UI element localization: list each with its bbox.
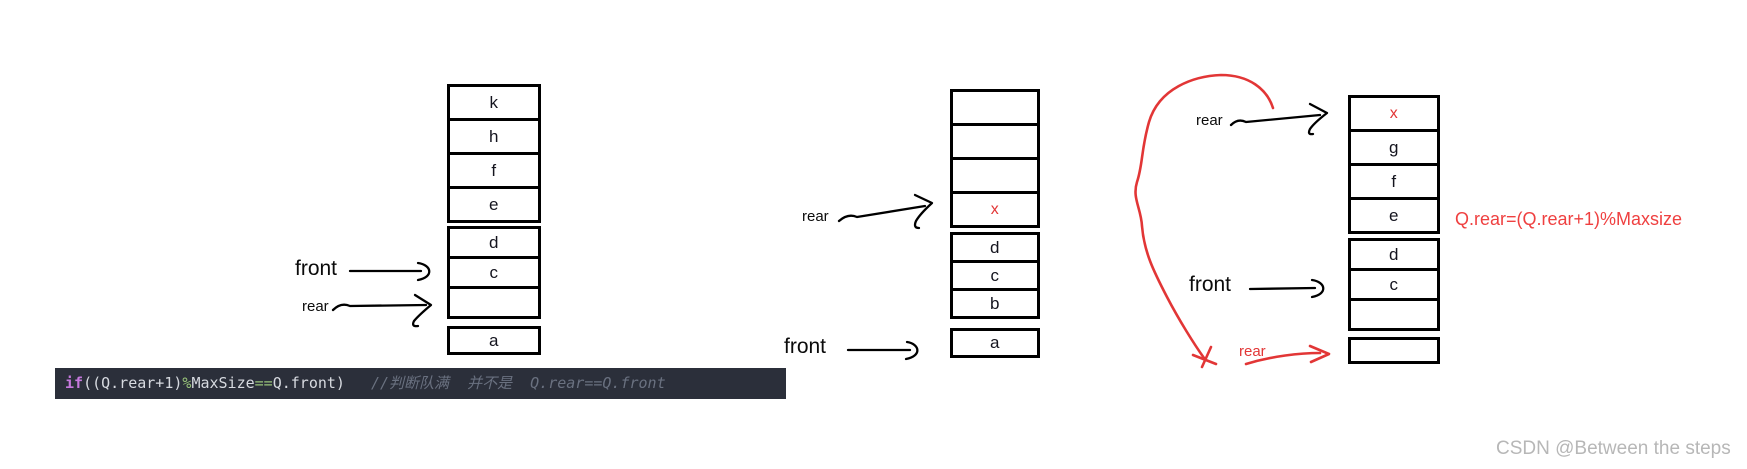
- code-token: MaxSize: [191, 374, 255, 392]
- wrap-around-arrowhead: [1191, 345, 1218, 369]
- queue-cell: g: [1351, 132, 1437, 166]
- queue-right-segment-middle: d c: [1348, 238, 1440, 331]
- queue-left-segment-bottom: a: [447, 326, 541, 355]
- code-token-operator: %: [182, 374, 192, 392]
- code-token: ((Q.rear+1): [83, 374, 183, 392]
- front-pointer-label-right: front: [1189, 273, 1232, 296]
- queue-left-segment-top: k h f e: [447, 84, 541, 223]
- queue-cell: f: [1351, 166, 1437, 200]
- queue-cell: e: [489, 195, 499, 214]
- queue-cell-empty: [953, 126, 1037, 160]
- queue-cell: c: [1351, 271, 1437, 301]
- front-arrow-right: [1248, 286, 1317, 291]
- queue-cell: f: [450, 155, 538, 189]
- csdn-watermark: CSDN @Between the steps: [1496, 438, 1731, 459]
- queue-cell-empty: [953, 92, 1037, 126]
- queue-cell-x: x: [990, 201, 1000, 218]
- queue-cell: e: [1389, 206, 1399, 225]
- rear-arrowhead-right: [1307, 102, 1329, 136]
- code-token-keyword: if: [65, 374, 84, 392]
- queue-cell: a: [489, 331, 499, 350]
- queue-cell-x: x: [1351, 98, 1437, 132]
- front-pointer-label-middle: front: [784, 335, 827, 358]
- front-arrowhead-right: [1310, 278, 1325, 299]
- rear-arrow-middle: [837, 204, 927, 223]
- queue-cell: d: [953, 235, 1037, 263]
- code-token-comment: //判断队满 并不是 Q.rear==Q.front: [370, 374, 666, 392]
- queue-middle-segment-middle: d c b: [950, 232, 1040, 319]
- queue-cell: c: [450, 259, 538, 289]
- rear-arrowhead-middle: [913, 193, 934, 230]
- queue-middle-segment-top: x: [950, 89, 1040, 228]
- front-arrowhead-middle: [904, 340, 919, 361]
- queue-left-segment-middle: d c: [447, 226, 541, 319]
- wrap-rear-arrowhead: [1308, 344, 1331, 364]
- code-snippet-bar: if((Q.rear+1)%MaxSize==Q.front) //判断队满 并不…: [55, 368, 786, 399]
- queue-cell: c: [953, 263, 1037, 291]
- queue-cell: h: [450, 121, 538, 155]
- queue-cell-empty: [450, 289, 538, 316]
- queue-cell: a: [990, 333, 1000, 352]
- queue-cell-empty: [1351, 301, 1437, 328]
- rear-pointer-label-left: rear: [302, 298, 329, 315]
- queue-middle-segment-bottom: a: [950, 328, 1040, 358]
- wrap-rear-pointer-label: rear: [1239, 343, 1266, 360]
- rear-arrow-left: [331, 303, 428, 312]
- rear-update-equation: Q.rear=(Q.rear+1)%Maxsize: [1455, 209, 1683, 229]
- front-arrowhead-left: [416, 261, 431, 282]
- front-pointer-label-left: front: [295, 257, 338, 280]
- queue-cell: d: [450, 229, 538, 259]
- rear-pointer-label-right: rear: [1196, 112, 1223, 129]
- code-token: Q.front): [272, 374, 345, 392]
- queue-cell-empty: [953, 160, 1037, 194]
- queue-right-segment-bottom: [1348, 337, 1440, 364]
- rear-pointer-label-middle: rear: [802, 208, 829, 225]
- code-token-operator: ==: [254, 374, 273, 392]
- rear-arrow-right: [1229, 113, 1322, 127]
- queue-cell-empty: [1351, 340, 1437, 361]
- queue-cell: b: [990, 294, 1000, 313]
- rear-arrowhead-left: [411, 293, 433, 328]
- queue-cell: d: [1351, 241, 1437, 271]
- queue-cell: k: [450, 87, 538, 121]
- queue-right-segment-top: x g f e: [1348, 95, 1440, 234]
